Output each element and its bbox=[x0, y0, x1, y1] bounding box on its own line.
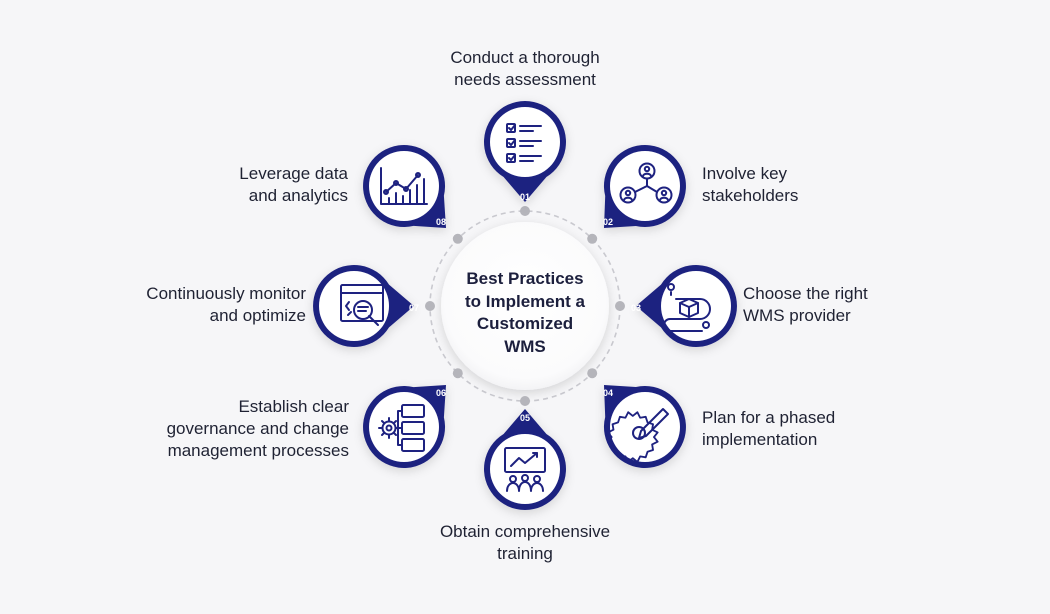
center-title-line: Customized bbox=[476, 314, 574, 333]
stakeholders-icon bbox=[619, 162, 673, 204]
step-label-01: Conduct a thorough needs assessment bbox=[425, 47, 625, 91]
ring-dot bbox=[587, 233, 598, 244]
step-label-line: Plan for a phased bbox=[702, 408, 836, 427]
step-number-04: 04 bbox=[603, 388, 613, 398]
step-number-08: 08 bbox=[436, 217, 446, 227]
step-number-05: 05 bbox=[520, 413, 530, 423]
step-label-line: Obtain comprehensive bbox=[439, 522, 611, 541]
step-label-08: Leverage data and analytics bbox=[148, 163, 348, 207]
center-title-line: to Implement a bbox=[465, 291, 585, 311]
step-label-line: Choose the right bbox=[743, 284, 868, 303]
step-number-07: 07 bbox=[409, 303, 419, 313]
step-pin-face bbox=[490, 434, 560, 504]
ring-dot bbox=[615, 301, 625, 311]
center-title: Best Practices to Implement a Customized… bbox=[445, 268, 605, 358]
step-label-line: Continuously monitor bbox=[146, 284, 306, 303]
step-label-05: Obtain comprehensive training bbox=[415, 521, 635, 565]
step-label-line: training bbox=[497, 544, 553, 563]
step-label-line: and analytics bbox=[248, 186, 348, 205]
step-label-07: Continuously monitor and optimize bbox=[96, 283, 306, 327]
ring-dots bbox=[425, 206, 625, 406]
center-hub bbox=[441, 222, 609, 390]
step-label-03: Choose the right WMS provider bbox=[743, 283, 943, 327]
step-label-line: management processes bbox=[167, 441, 349, 460]
training-presentation-icon bbox=[504, 447, 546, 492]
ring-dot bbox=[587, 368, 598, 379]
center-title-line: Best Practices bbox=[466, 269, 584, 288]
ring-dot bbox=[452, 233, 463, 244]
delivery-route-icon bbox=[663, 283, 711, 332]
ring-dot bbox=[452, 368, 463, 379]
ring-dot bbox=[425, 301, 435, 311]
step-number-01: 01 bbox=[520, 192, 530, 202]
step-pin-face bbox=[369, 392, 439, 462]
process-steps-icon bbox=[378, 404, 425, 452]
step-label-line: Leverage data bbox=[239, 164, 348, 183]
step-pin-face bbox=[661, 271, 731, 341]
checklist-icon bbox=[506, 123, 542, 163]
ring-dot bbox=[520, 206, 530, 216]
step-label-line: needs assessment bbox=[454, 70, 596, 89]
step-label-line: governance and change bbox=[166, 419, 349, 438]
step-label-06: Establish clear governance and change ma… bbox=[119, 396, 349, 462]
step-label-04: Plan for a phased implementation bbox=[702, 407, 902, 451]
step-label-02: Involve key stakeholders bbox=[702, 163, 902, 207]
step-label-line: WMS provider bbox=[743, 306, 851, 325]
step-number-02: 02 bbox=[603, 217, 613, 227]
step-label-line: Involve key bbox=[702, 164, 788, 183]
step-label-line: implementation bbox=[702, 430, 818, 449]
step-label-line: Establish clear bbox=[238, 397, 349, 416]
step-number-06: 06 bbox=[436, 388, 446, 398]
center-title-line: WMS bbox=[504, 336, 546, 356]
gear-pencil-icon bbox=[607, 408, 669, 463]
step-label-line: stakeholders bbox=[702, 186, 799, 205]
step-label-line: Conduct a thorough bbox=[450, 48, 600, 67]
analytics-chart-icon bbox=[380, 167, 428, 205]
ring-dot bbox=[520, 396, 530, 406]
monitor-magnifier-icon bbox=[340, 284, 384, 326]
step-number-03: 03 bbox=[631, 303, 641, 313]
step-label-line: and optimize bbox=[209, 306, 306, 325]
step-pin-face bbox=[369, 151, 439, 221]
